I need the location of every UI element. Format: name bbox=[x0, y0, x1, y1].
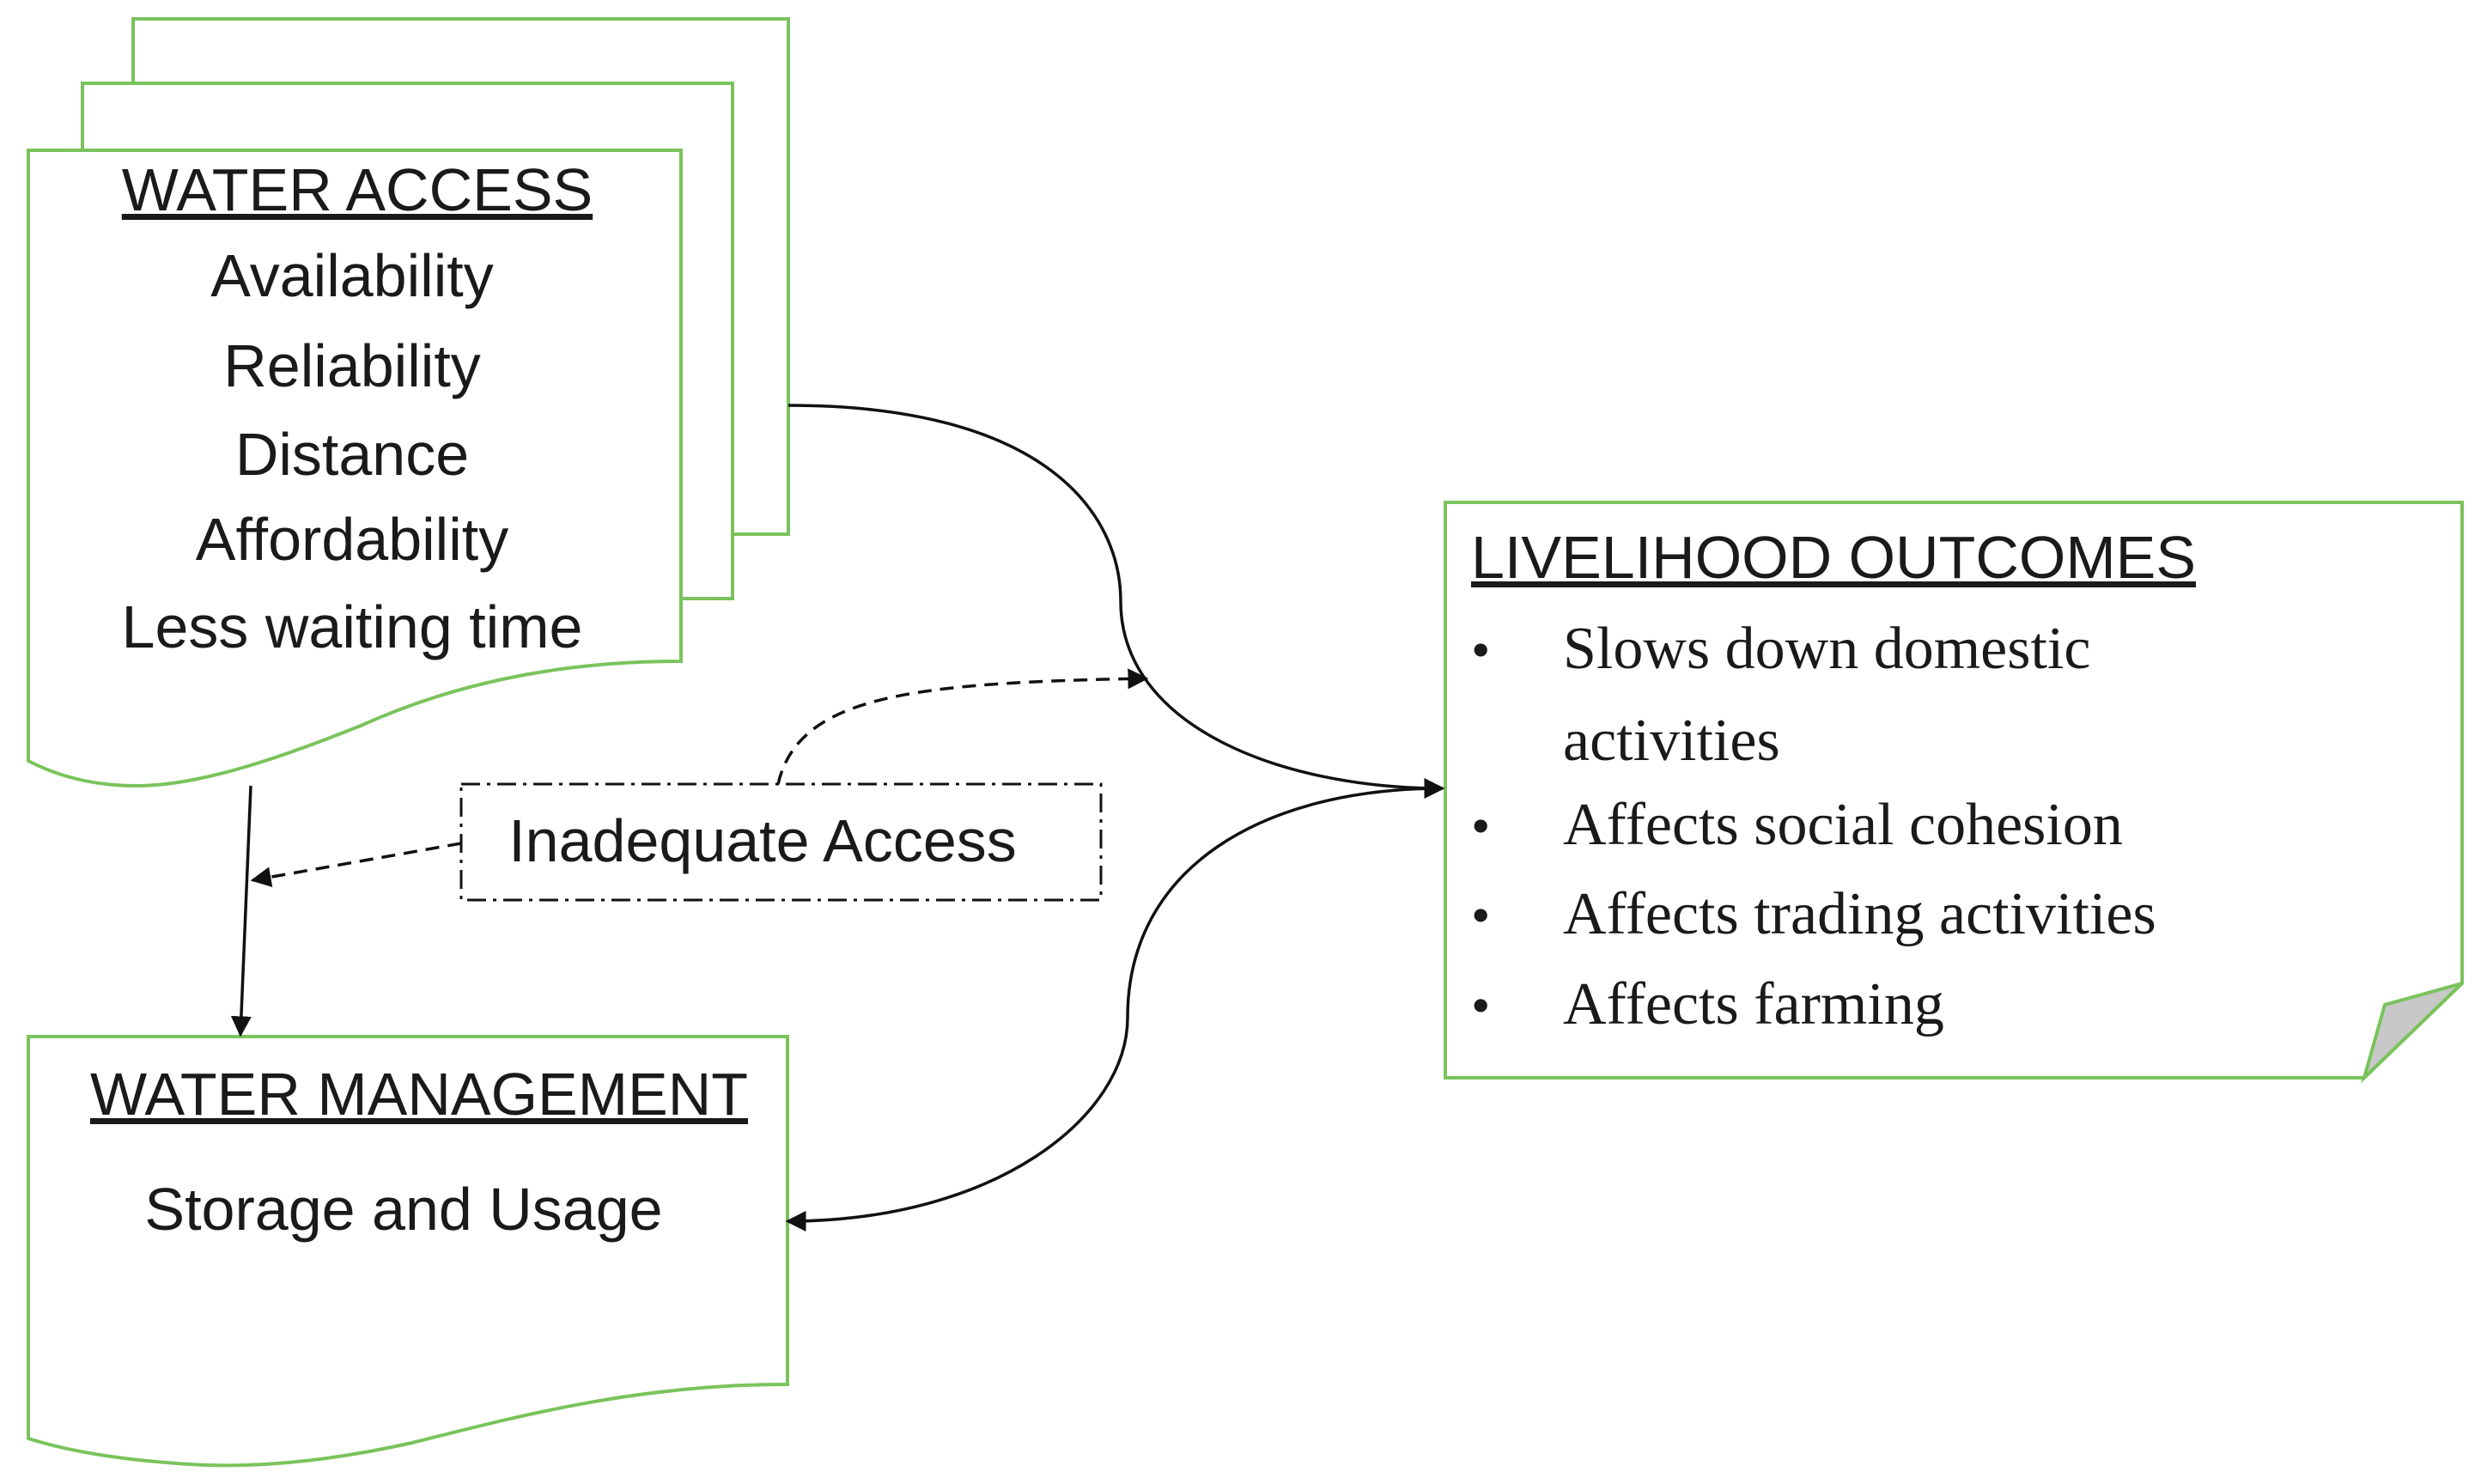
water-access-item-waiting-time: Less waiting time bbox=[122, 593, 583, 660]
inadequate-access-label: Inadequate Access bbox=[508, 807, 1017, 874]
dashed-connector-inadequate-to-curve bbox=[776, 668, 1149, 785]
connector-water-access-to-livelihood bbox=[787, 404, 1445, 799]
outcome-bullet: • bbox=[1471, 619, 1490, 680]
outcome-item-domestic-line1: Slows down domestic bbox=[1563, 616, 2090, 682]
livelihood-outcomes-node: LIVELIHOOD OUTCOMES • Slows down domesti… bbox=[1444, 501, 2464, 1084]
water-access-item-distance: Distance bbox=[235, 421, 469, 488]
water-access-item-availability: Availability bbox=[210, 242, 493, 309]
water-access-item-reliability: Reliability bbox=[223, 332, 481, 399]
connector-livelihood-to-water-management bbox=[785, 787, 1444, 1232]
outcome-item-farming: Affects farming bbox=[1563, 971, 1944, 1037]
water-management-title: WATER MANAGEMENT bbox=[90, 1061, 748, 1128]
water-access-title: WATER ACCESS bbox=[122, 156, 593, 223]
water-access-item-affordability: Affordability bbox=[196, 506, 508, 573]
outcome-bullet: • bbox=[1471, 975, 1490, 1036]
dashed-connector-inadequate-to-vertical bbox=[250, 842, 462, 888]
inadequate-access-node: Inadequate Access bbox=[459, 782, 1103, 902]
water-management-page bbox=[27, 1035, 789, 1468]
water-management-node: WATER MANAGEMENT Storage and Usage bbox=[27, 1035, 789, 1468]
livelihood-outcomes-title: LIVELIHOOD OUTCOMES bbox=[1471, 524, 2196, 591]
inadequate-access-box bbox=[459, 782, 1103, 902]
connector-water-access-to-water-management bbox=[230, 785, 252, 1037]
water-access-front-page bbox=[27, 149, 683, 788]
outcome-item-social-cohesion: Affects social cohesion bbox=[1563, 792, 2123, 858]
outcome-bullet: • bbox=[1471, 795, 1490, 856]
outcome-item-domestic-line2: activities bbox=[1563, 708, 1780, 774]
water-management-body: Storage and Usage bbox=[144, 1176, 662, 1243]
water-access-node: WATER ACCESS Availability Reliability Di… bbox=[27, 17, 790, 788]
note-fold-corner bbox=[2361, 982, 2464, 1084]
outcome-item-trading: Affects trading activities bbox=[1563, 881, 2156, 947]
outcome-bullet: • bbox=[1471, 885, 1490, 946]
